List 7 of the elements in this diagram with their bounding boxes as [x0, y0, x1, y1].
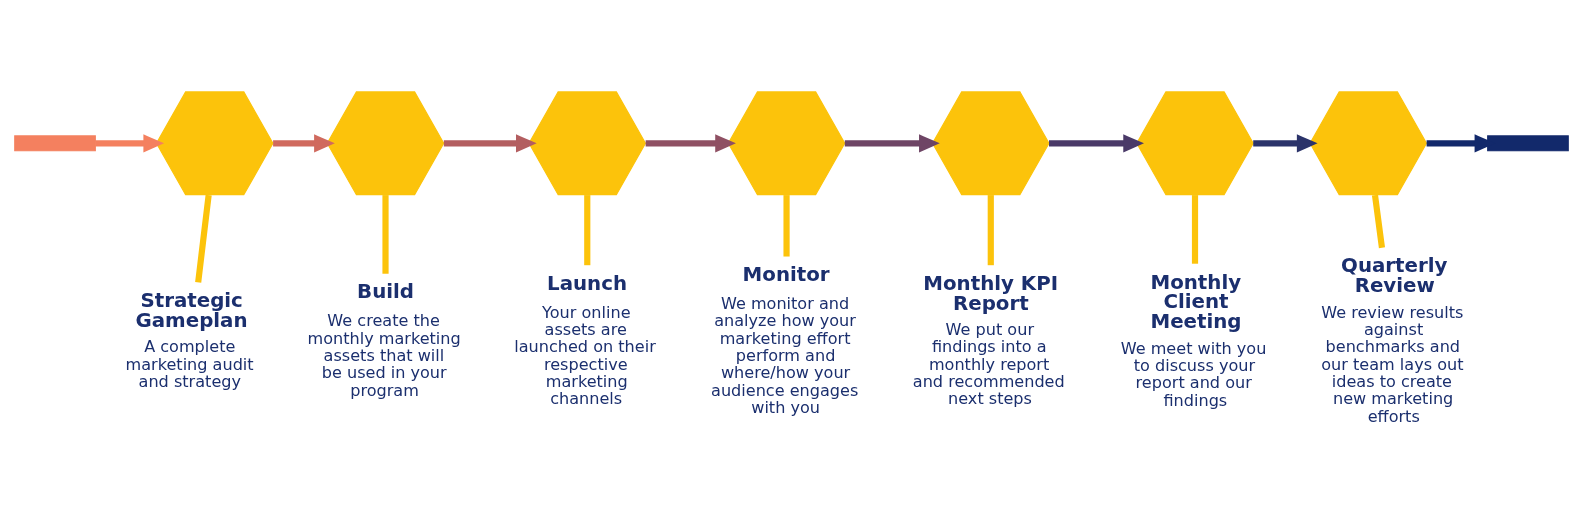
- node-text: Strategic Gameplan A complete marketing audit and strategy: [125, 289, 254, 392]
- node-text: Build We create the monthly marketing assets that will be used in your program: [307, 280, 461, 400]
- node-text: Monthly KPI Report We put our findings into a monthly report and recommended next steps: [912, 271, 1065, 409]
- node-text: Monitor We monitor and analyze how your marketing effort perform and where/how your audience engages with you: [711, 263, 859, 418]
- node-text: Quarterly Review We review results against benchmarks and our team lays out ideas to create new marketing efforts: [1321, 254, 1464, 426]
- node-text: Monthly Client Meeting We meet with you to discuss your report and our findings: [1120, 270, 1267, 410]
- node-text: Launch Your online assets are launched on their respective marketing channels: [514, 271, 656, 409]
